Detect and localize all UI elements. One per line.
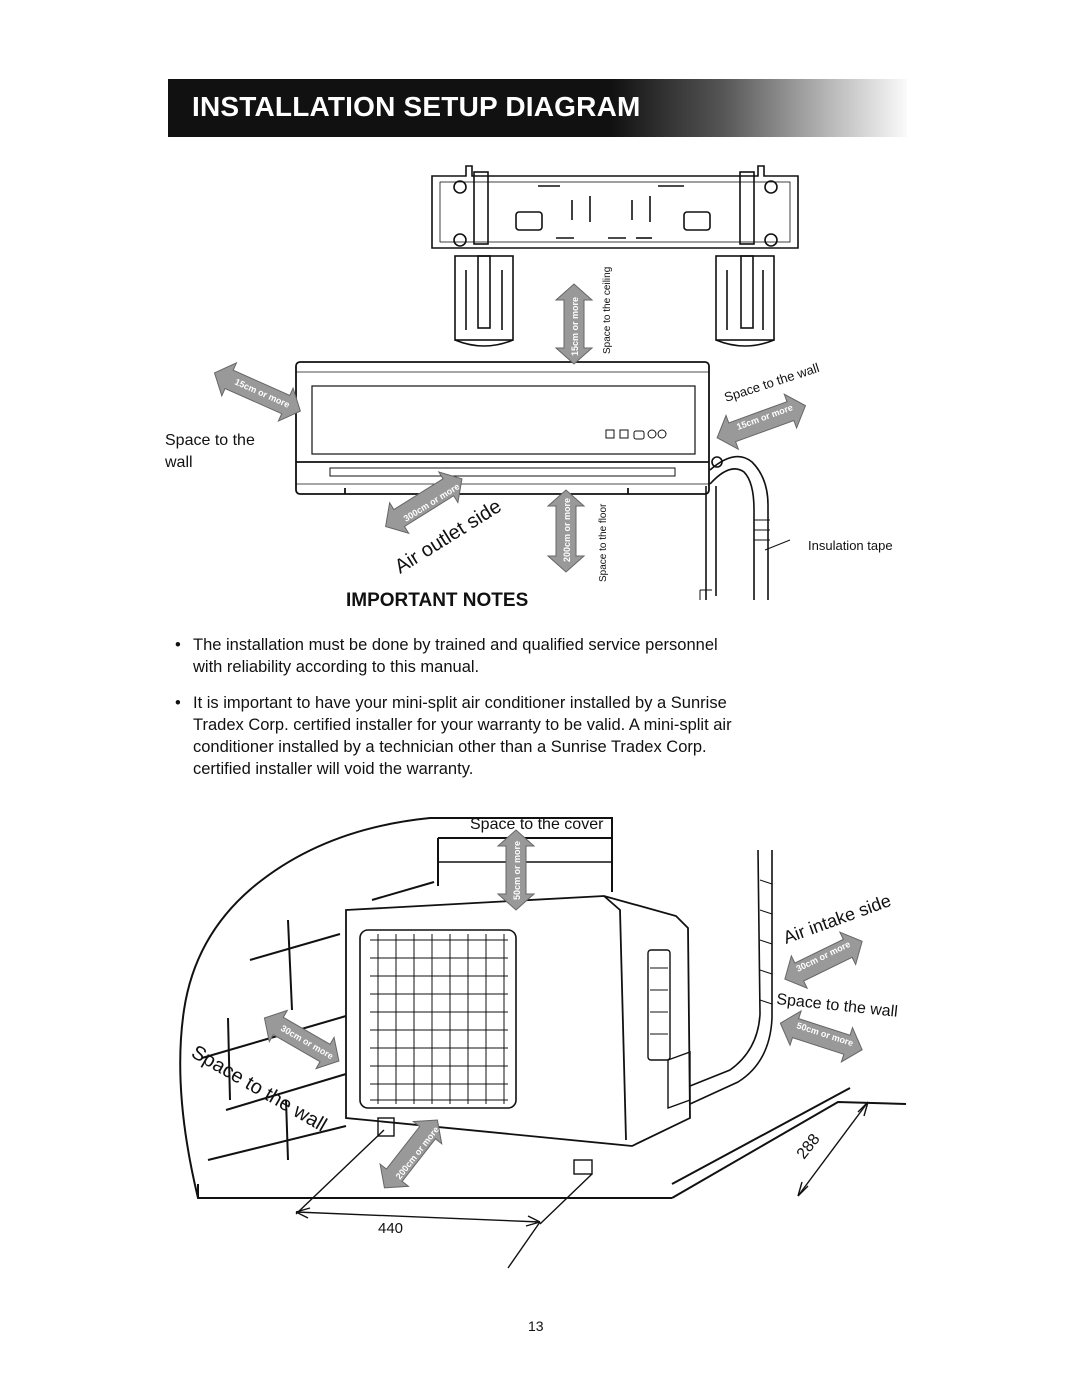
space-cover-label: Space to the cover bbox=[470, 816, 604, 833]
mounting-plate bbox=[431, 165, 799, 347]
arrow-air-intake bbox=[784, 931, 863, 990]
badge-floor: 200cm or more bbox=[562, 498, 572, 562]
notes-heading: IMPORTANT NOTES bbox=[346, 590, 529, 611]
dimension-lines bbox=[295, 1101, 869, 1269]
outdoor-wall-surround bbox=[179, 817, 672, 1199]
indoor-unit bbox=[295, 361, 710, 495]
page-number: 13 bbox=[528, 1318, 544, 1334]
arrow-outlet bbox=[385, 471, 463, 535]
note-item: It is important to have your mini-split … bbox=[173, 692, 733, 780]
refrigerant-pipe bbox=[699, 455, 791, 600]
insulation-tape-label: Insulation tape bbox=[808, 538, 893, 553]
arrow-wall-left bbox=[263, 1009, 340, 1070]
arrow-right-wall bbox=[716, 393, 807, 451]
dimension-width-label: 440 bbox=[378, 1220, 404, 1237]
air-intake-label: Air intake side bbox=[781, 890, 894, 947]
title-banner: INSTALLATION SETUP DIAGRAM bbox=[168, 79, 907, 137]
badge-ceiling: 15cm or more bbox=[570, 297, 580, 356]
arrow-left-wall bbox=[213, 361, 301, 423]
space-ceiling-label: Space to the ceiling bbox=[602, 267, 613, 354]
arrow-cover bbox=[496, 829, 536, 911]
arrow-front bbox=[379, 1119, 443, 1189]
ground-slab bbox=[197, 1087, 907, 1199]
arrow-floor bbox=[546, 489, 586, 573]
badge-cover: 50cm or more bbox=[512, 841, 522, 900]
page-title: INSTALLATION SETUP DIAGRAM bbox=[192, 91, 641, 122]
notes-list: The installation must be done by trained… bbox=[173, 634, 733, 794]
outdoor-unit bbox=[345, 895, 691, 1175]
space-floor-label: Space to the floor bbox=[598, 503, 609, 582]
arrow-ceiling bbox=[554, 283, 594, 365]
outdoor-pipe bbox=[689, 849, 773, 1105]
space-wall-right-label: Space to the wall bbox=[722, 360, 821, 405]
note-item: The installation must be done by trained… bbox=[173, 634, 733, 678]
dimension-depth-label: 288 bbox=[794, 1131, 824, 1163]
space-wall-left-label: Space to the wall bbox=[165, 432, 255, 471]
arrow-wall-right bbox=[779, 1009, 863, 1064]
